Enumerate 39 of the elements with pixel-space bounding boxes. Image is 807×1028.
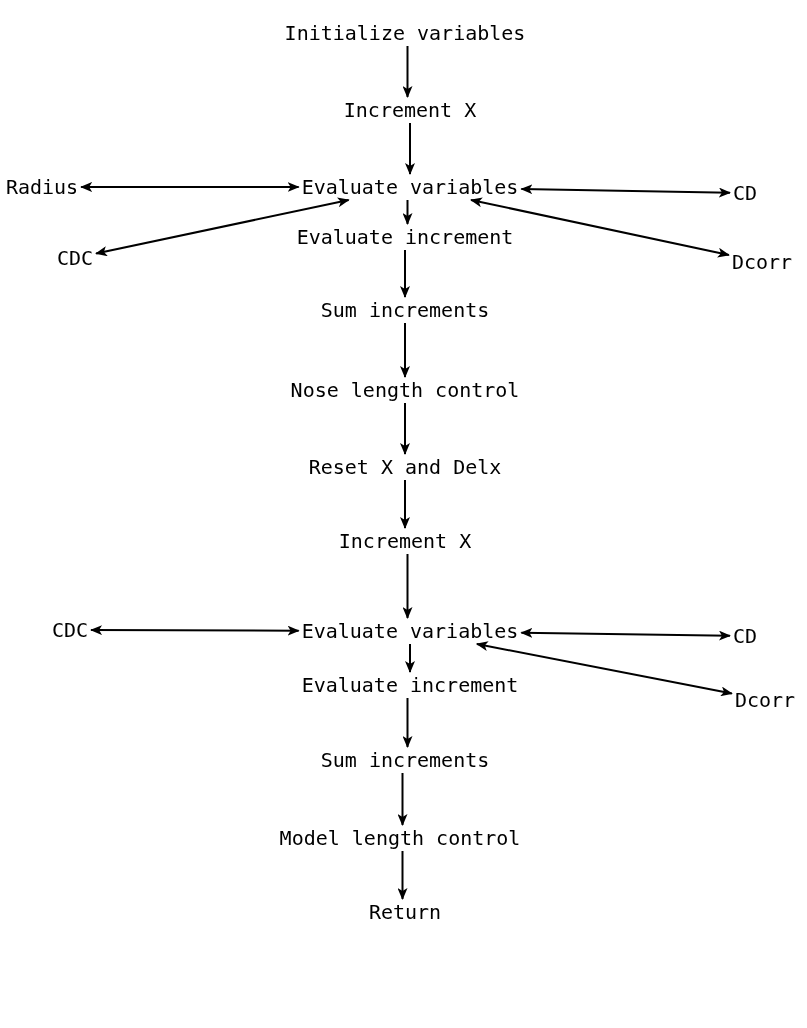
arrow	[405, 643, 415, 673]
arrow	[80, 182, 300, 192]
arrow	[400, 479, 410, 529]
step-label: Dcorr	[731, 250, 793, 274]
step-label: Sum increments	[320, 298, 490, 322]
arrow	[402, 199, 413, 225]
step-label: Dcorr	[734, 688, 796, 712]
step-label: CD	[732, 181, 758, 205]
arrow	[400, 322, 410, 378]
arrow	[402, 697, 413, 748]
arrow	[397, 850, 408, 900]
arrow	[400, 249, 410, 298]
arrow	[405, 122, 415, 175]
step-label: Nose length control	[290, 378, 520, 402]
arrow	[475, 641, 733, 697]
arrow	[90, 625, 300, 636]
arrow	[400, 402, 410, 455]
step-label: CD	[732, 624, 758, 648]
step-label: Radius	[5, 175, 79, 199]
step-label: Evaluate variables	[301, 175, 519, 199]
step-label: Return	[368, 900, 442, 924]
arrow	[470, 197, 730, 258]
arrow	[397, 772, 408, 826]
step-label: CDC	[56, 246, 94, 270]
arrow	[520, 184, 731, 198]
step-label: Initialize variables	[284, 21, 526, 45]
step-label: CDC	[51, 618, 89, 642]
step-label: Reset X and Delx	[308, 455, 502, 479]
step-label: Increment X	[338, 529, 472, 553]
arrow	[95, 197, 350, 257]
arrow	[520, 627, 731, 641]
step-label: Sum increments	[320, 748, 490, 772]
step-label: Evaluate increment	[296, 225, 514, 249]
step-label: Model length control	[279, 826, 521, 850]
arrow	[402, 45, 413, 98]
step-label: Evaluate increment	[301, 673, 519, 697]
arrow	[402, 553, 413, 619]
step-label: Increment X	[343, 98, 477, 122]
step-label: Evaluate variables	[301, 619, 519, 643]
